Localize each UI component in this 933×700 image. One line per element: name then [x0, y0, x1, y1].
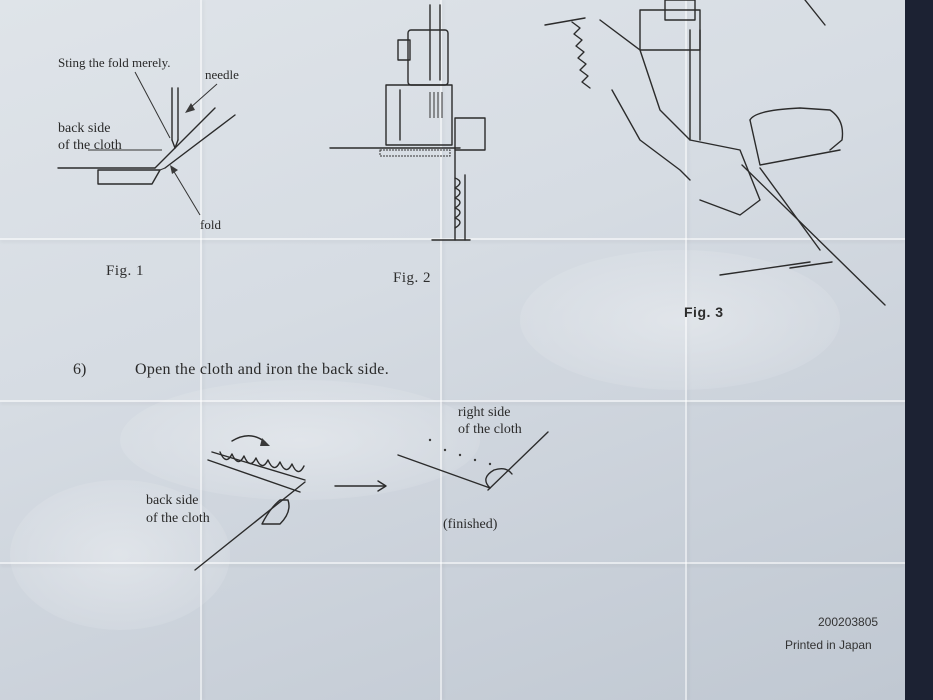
bottom-left-drawing	[194, 435, 387, 571]
fig1-callout-sting: Sting the fold merely.	[58, 55, 171, 70]
bottom-label-right-side-2: of the cloth	[458, 422, 522, 437]
fig3-caption: Fig. 3	[684, 304, 724, 320]
bottom-label-right-side-1: right side	[458, 405, 511, 420]
step-instruction: Open the cloth and iron the back side.	[135, 361, 389, 378]
fig1-callout-fold: fold	[200, 217, 221, 232]
bottom-right-drawing	[397, 431, 549, 491]
fig2-caption: Fig. 2	[393, 270, 432, 286]
line-drawings	[57, 0, 886, 571]
paper-sheen	[520, 250, 840, 390]
printed-in-label: Printed in Japan	[785, 638, 872, 652]
figure2-drawing	[329, 4, 486, 241]
paper-crease	[0, 400, 905, 402]
figure1-drawing	[57, 71, 236, 216]
fig1-callout-needle: needle	[205, 67, 239, 82]
step-number: 6)	[73, 361, 87, 378]
fig1-callout-back-side-1: back side	[58, 121, 111, 136]
fig1-caption: Fig. 1	[106, 263, 145, 279]
paper-crease	[0, 562, 905, 564]
paper-crease	[440, 0, 442, 700]
instruction-sheet: Sting the fold merely. needle back side …	[0, 0, 905, 700]
document-code: 200203805	[818, 615, 879, 629]
figure3-drawing	[544, 0, 886, 306]
bottom-label-back-side-2: of the cloth	[146, 511, 210, 526]
bottom-label-back-side-1: back side	[146, 493, 199, 508]
bottom-label-finished: (finished)	[443, 517, 498, 532]
paper-crease	[685, 0, 687, 700]
paper-sheen	[120, 380, 480, 500]
paper-crease	[0, 238, 905, 240]
fig1-callout-back-side-2: of the cloth	[58, 138, 122, 153]
paper-crease	[200, 0, 202, 700]
paper-sheen	[10, 480, 230, 630]
